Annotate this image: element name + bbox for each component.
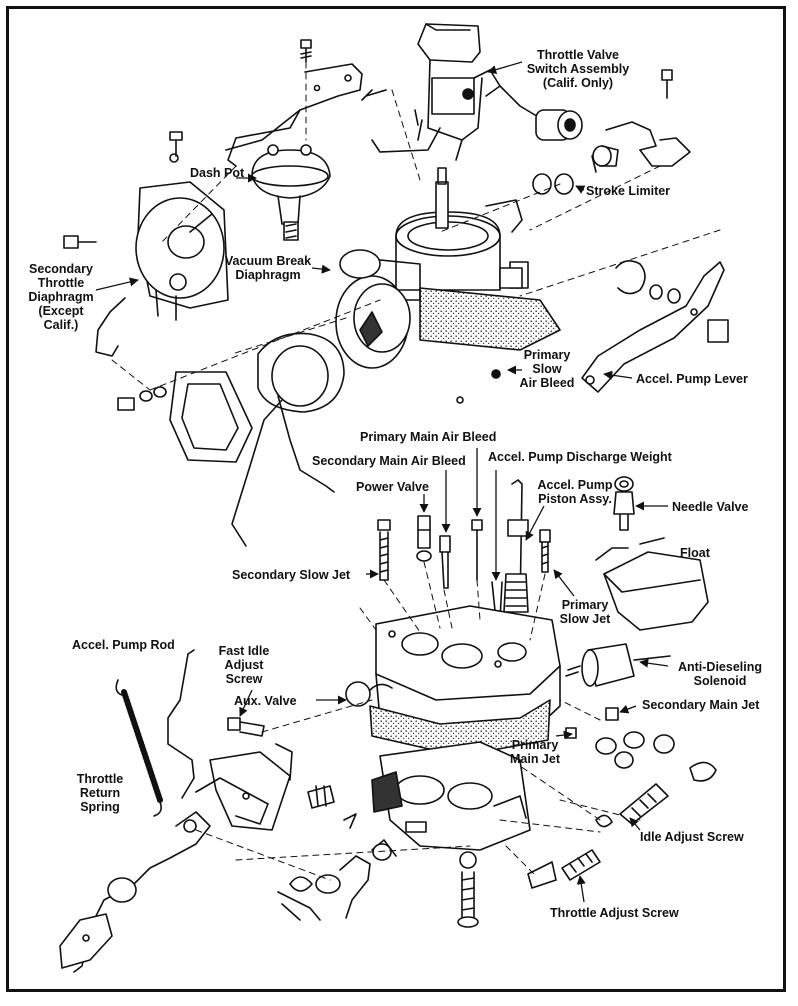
label-accel-pump-lever: Accel. Pump Lever <box>636 372 748 386</box>
label-secondary-throttle-diaphragm: Secondary Throttle Diaphragm (Except Cal… <box>28 262 94 332</box>
leader-arrows <box>95 61 669 903</box>
vacuum-break-diaphragm <box>335 249 411 369</box>
dash-pot-bracket <box>225 63 363 167</box>
springs <box>307 785 613 889</box>
construction-lines-bottom <box>195 699 601 881</box>
bottom-linkage <box>277 813 397 921</box>
carburetor-air-horn <box>379 167 561 351</box>
secondary-link-rod <box>63 235 126 357</box>
stroke-limiter <box>591 69 691 173</box>
label-idle-adjust-screw: Idle Adjust Screw <box>640 830 744 844</box>
needle-valve-and-float <box>595 476 709 631</box>
label-dash-pot: Dash Pot <box>190 166 245 180</box>
label-primary-slow-air-bleed: Primary Slow Air Bleed <box>519 348 575 390</box>
label-accel-pump-discharge-weight: Accel. Pump Discharge Weight <box>488 450 672 464</box>
label-power-valve: Power Valve <box>356 480 429 494</box>
dash-pot <box>251 144 331 241</box>
idle-adjust-screw <box>619 783 669 825</box>
air-bleeds-and-jets <box>377 479 551 621</box>
long-bolt <box>457 851 479 928</box>
jets-right <box>565 707 717 782</box>
label-accel-pump-rod: Accel. Pump Rod <box>72 638 175 652</box>
accel-pump-lever <box>581 260 729 393</box>
anti-dieseling-solenoid <box>565 643 671 687</box>
accel-pump-rod <box>167 649 195 799</box>
label-accel-pump-piston-assy: Accel. Pump Piston Assy. <box>537 478 613 506</box>
label-needle-valve: Needle Valve <box>672 500 749 514</box>
throttle-return-spring <box>115 679 163 817</box>
construction-lines-top <box>111 61 721 391</box>
diaphragm-cover <box>231 332 345 547</box>
throttle-body <box>371 741 531 851</box>
fast-idle-screw-part <box>227 717 265 737</box>
gasket-plate <box>169 371 253 463</box>
label-aux-valve: Aux. Valve <box>234 694 297 708</box>
label-vacuum-break-diaphragm: Vacuum Break Diaphragm <box>224 254 312 282</box>
label-primary-main-air-bleed: Primary Main Air Bleed <box>360 430 497 444</box>
throttle-valve-switch <box>361 23 583 161</box>
label-anti-dieseling-solenoid: Anti-Dieseling Solenoid <box>677 660 763 688</box>
label-fast-idle-adjust-screw: Fast Idle Adjust Screw <box>218 644 270 686</box>
small-hardware <box>117 173 574 411</box>
label-secondary-main-jet: Secondary Main Jet <box>642 698 760 712</box>
bracket-screw <box>300 39 312 63</box>
label-primary-slow-jet: Primary Slow Jet <box>559 598 611 626</box>
diagram-border <box>6 6 786 992</box>
label-throttle-valve-switch: Throttle Valve Switch Assembly (Calif. O… <box>526 48 630 90</box>
label-primary-main-jet: Primary Main Jet <box>509 738 560 766</box>
secondary-throttle-diaphragm <box>135 131 229 321</box>
carburetor-main-body <box>369 605 561 757</box>
label-secondary-slow-jet: Secondary Slow Jet <box>232 568 351 582</box>
throttle-adjust-screw <box>561 849 601 881</box>
throttle-lever <box>59 811 211 973</box>
label-stroke-limiter: Stroke Limiter <box>586 184 671 198</box>
fast-idle-cam <box>195 743 293 831</box>
label-throttle-return-spring: Throttle Return Spring <box>76 772 124 814</box>
aux-valve <box>345 681 393 707</box>
label-throttle-adjust-screw: Throttle Adjust Screw <box>550 906 679 920</box>
label-secondary-main-air-bleed: Secondary Main Air Bleed <box>312 454 466 468</box>
label-float: Float <box>680 546 710 560</box>
